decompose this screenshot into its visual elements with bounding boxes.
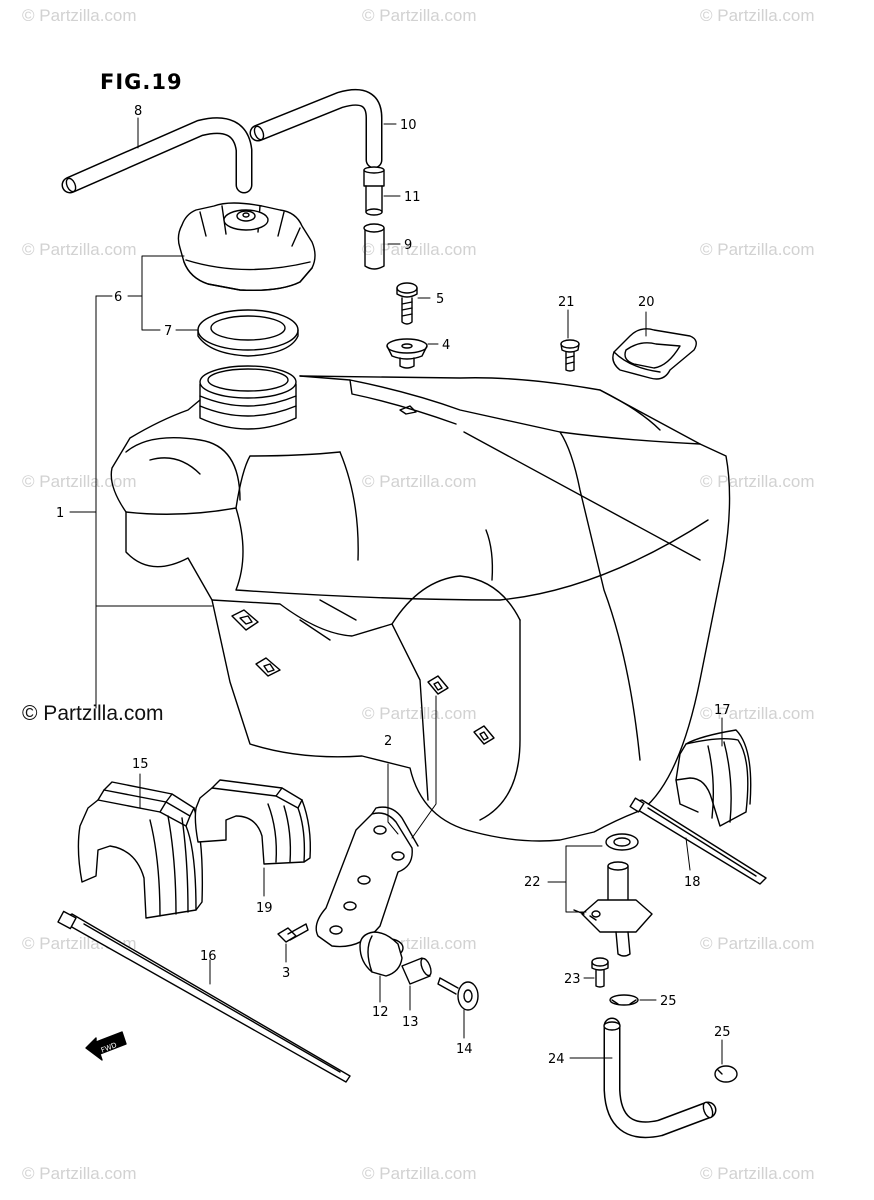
callout-20: 20 [638,295,655,310]
callout-9: 9 [404,238,412,253]
callout-19: 19 [256,901,273,916]
part-6-fuel-cap [177,202,316,292]
callout-18: 18 [684,875,701,890]
part-12-cushion [359,931,404,977]
part-20-holder [612,328,697,380]
callout-22: 22 [524,875,541,890]
part-18-tie [629,797,767,885]
part-2-bracket [315,806,419,948]
part-25-clip [609,994,639,1006]
part-13-collar [401,957,432,985]
part-4-cushion [386,338,428,369]
callout-8: 8 [134,104,142,119]
part-17-heat-guard [675,729,752,827]
watermark: © Partzilla.com [700,934,815,953]
watermark: © Partzilla.com [362,1164,477,1183]
callout-17: 17 [714,703,731,718]
callout-15: 15 [132,757,149,772]
part-21-screw [560,339,580,372]
watermark: © Partzilla.com [22,1164,137,1183]
watermark: © Partzilla.com [700,6,815,25]
callout-13: 13 [402,1015,419,1030]
callout-25: 25 [660,994,677,1009]
callout-12: 12 [372,1005,389,1020]
figure-title: FIG.19 [100,70,183,94]
part-3-bolt [277,923,309,943]
callout-7: 7 [164,324,172,339]
callout-6: 6 [114,290,122,305]
callout-1: 1 [56,506,64,521]
part-14-bolt [437,977,479,1011]
callout-10: 10 [400,118,417,133]
watermark: © Partzilla.com [22,6,137,25]
watermark: © Partzilla.com [22,240,137,259]
part-15-heat-guard [77,781,204,919]
part-25-clip [714,1065,738,1083]
part-24-hose [603,1017,717,1139]
watermark: © Partzilla.com [362,704,477,723]
part-9-valve [363,223,385,270]
watermark: © Partzilla.com [22,472,137,491]
callout-14: 14 [456,1042,473,1057]
callout-23: 23 [564,972,581,987]
callout-2: 2 [384,734,392,749]
callout-16: 16 [200,949,217,964]
callout-5: 5 [436,292,444,307]
watermark: © Partzilla.com [700,1164,815,1183]
part-5-bolt [396,282,418,325]
callout-3: 3 [282,966,290,981]
callout-labels: 8 10 11 9 5 4 21 20 6 7 1 2 15 19 17 18 … [56,104,731,1067]
part-8-vent-hose [61,117,253,194]
part-22-fuel-cock [573,833,653,957]
callout-21: 21 [558,295,575,310]
fwd-arrow-icon [85,1031,127,1061]
part-1-fuel-tank [110,365,731,842]
watermark-featured: © Partzilla.com [22,702,164,725]
watermark: © Partzilla.com [700,240,815,259]
part-11-joint [363,166,385,216]
callout-25: 25 [714,1025,731,1040]
watermark: © Partzilla.com [362,6,477,25]
watermark: © Partzilla.com [700,704,815,723]
callout-11: 11 [404,190,421,205]
watermark: © Partzilla.com [362,240,477,259]
part-10-hose [249,88,383,169]
part-23-screw [591,957,609,988]
watermark: © Partzilla.com [362,472,477,491]
callout-4: 4 [442,338,450,353]
leader-lines [69,117,723,1065]
part-7-gasket [197,309,299,357]
part-16-tie [57,910,351,1083]
part-19-heat-guard [194,779,312,865]
callout-24: 24 [548,1052,565,1067]
